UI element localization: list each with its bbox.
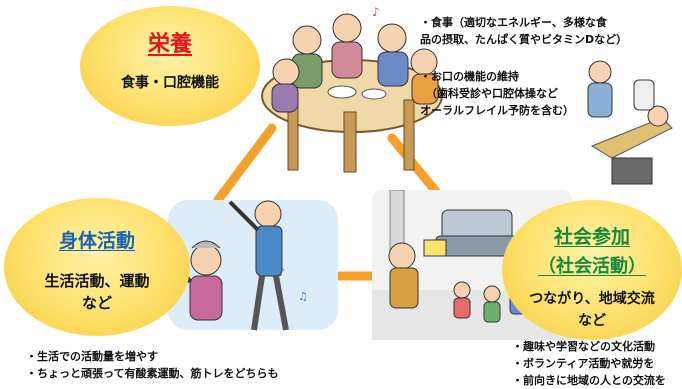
nutrition-title: 栄養	[147, 32, 192, 57]
nutrition-note-1: ・食事（適切なエネルギー、多様な食	[420, 16, 607, 29]
social-bubble	[502, 200, 682, 340]
physical-bubble	[4, 198, 190, 336]
physical-subtitle-2: など	[81, 294, 112, 312]
connector-nutrition-physical	[213, 123, 277, 205]
nutrition-note-4: （歯科受診や口腔体操など	[426, 87, 558, 100]
social-subtitle-2: など	[578, 313, 606, 329]
social-subtitle-1: つながり、地域交流	[529, 291, 655, 307]
social-note-3: ・前向きに地域の人との交流を	[512, 374, 666, 387]
dining-illustration: ♪	[261, 5, 443, 173]
stretching-illustration: ♪ ♫	[168, 200, 338, 331]
nutrition-bubble	[80, 6, 260, 126]
physical-note-1: ・生活での活動量を増やす	[26, 350, 158, 363]
social-title-1: 社会参加	[553, 226, 630, 248]
nutrition-subtitle: 食事・口腔機能	[121, 75, 219, 91]
physical-note-2: ・ちょっと頑張って有酸素運動、筋トレをどちらも	[26, 367, 279, 380]
physical-title: 身体活動	[58, 230, 135, 252]
nutrition-note-2: 品の摂取、たんぱく質やビタミンDなど）	[420, 33, 628, 46]
social-title-2: （社会活動）	[538, 256, 646, 277]
svg-text:♫: ♫	[298, 290, 308, 303]
dental-checkup-illustration	[587, 60, 673, 185]
physical-subtitle-1: 生活活動、運動	[44, 272, 150, 290]
social-note-1: ・趣味や学習などの文化活動	[512, 340, 655, 353]
nutrition-note-5: オーラルフレイル予防を含む）	[420, 104, 574, 117]
nutrition-note-3: ・お口の機能の維持	[420, 70, 519, 83]
social-note-2: ・ボランティア活動や就労を	[512, 357, 655, 370]
svg-text:♪: ♪	[372, 5, 380, 19]
